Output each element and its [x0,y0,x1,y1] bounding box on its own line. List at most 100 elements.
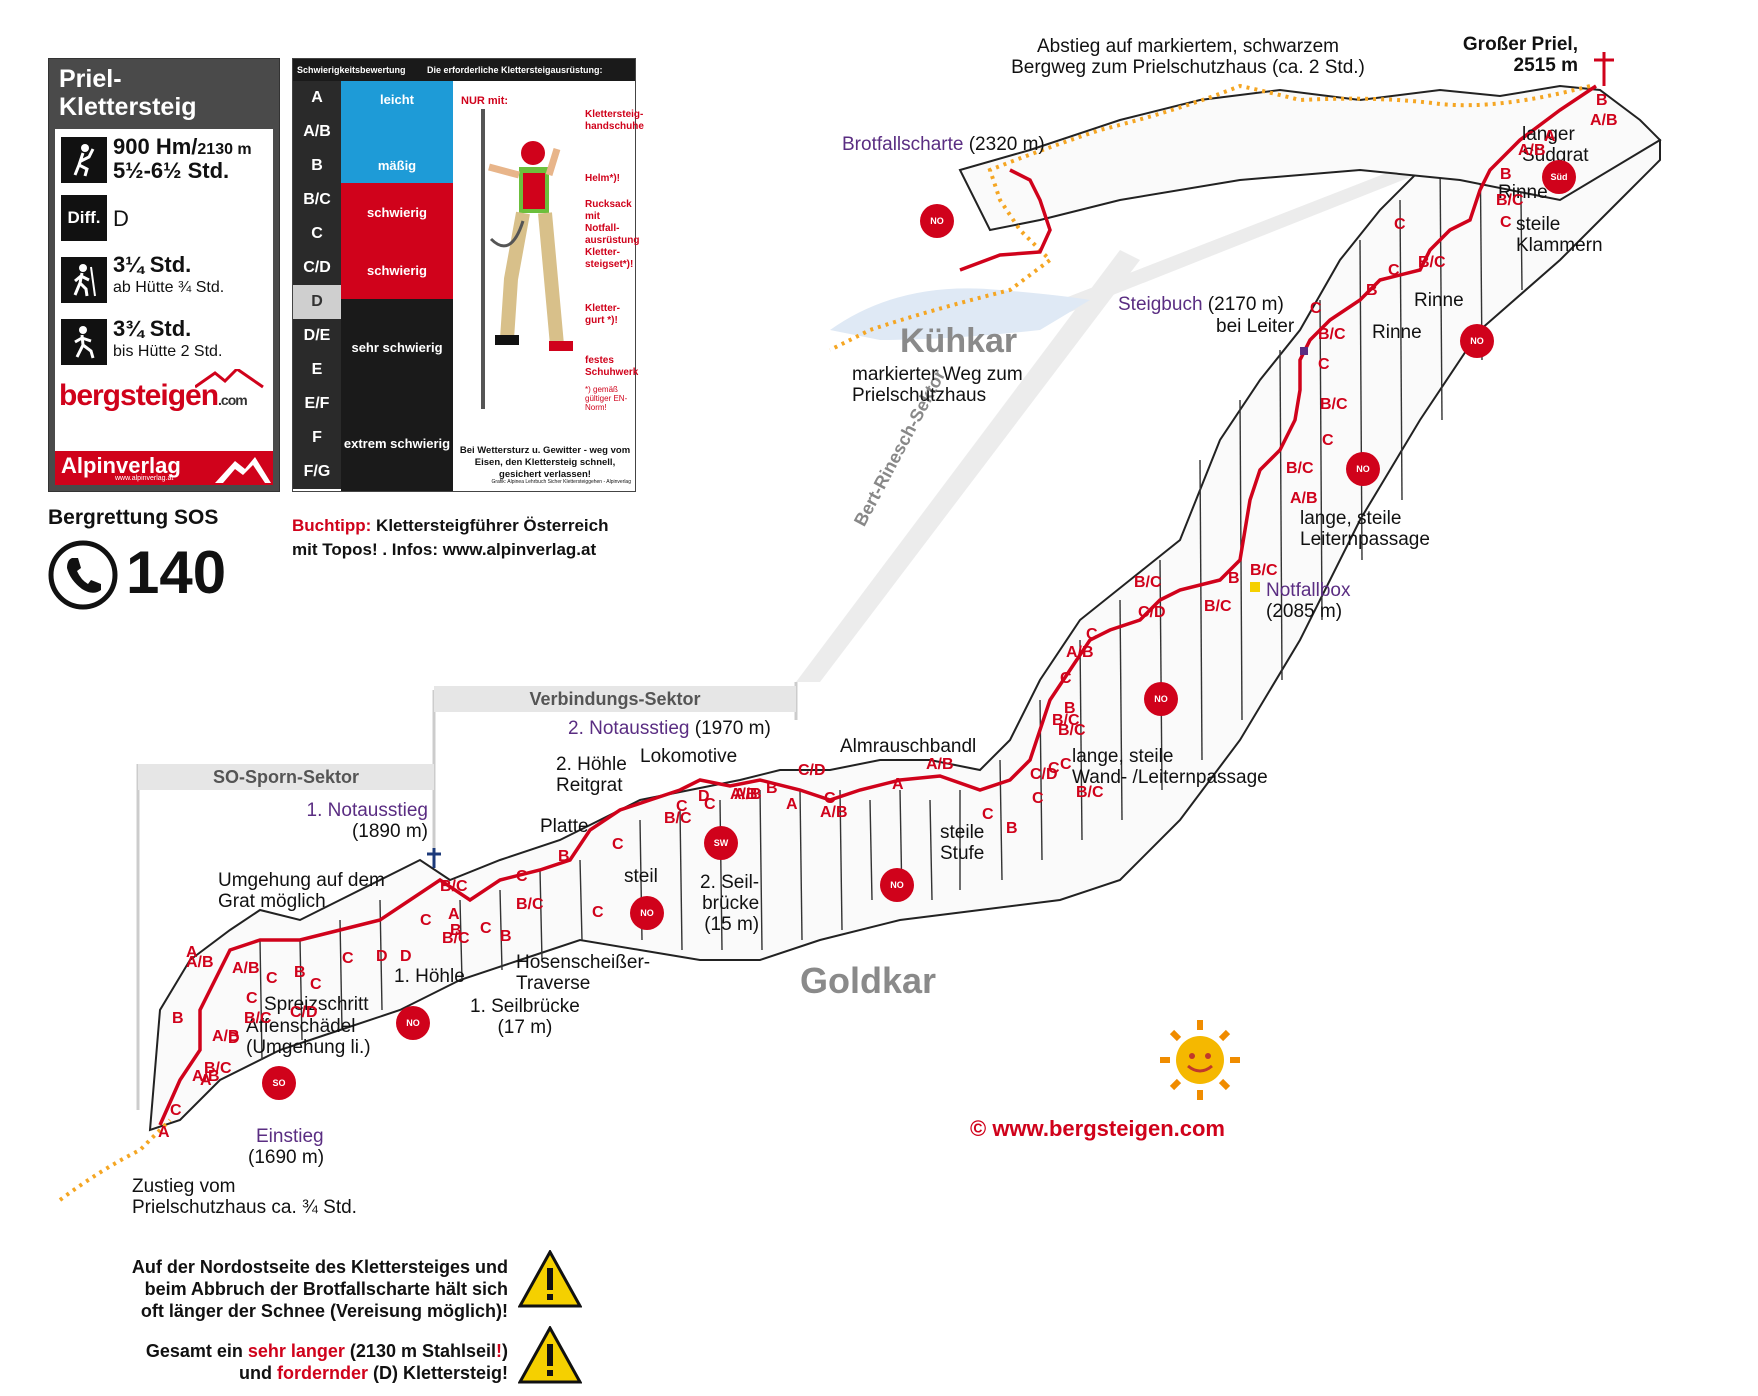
difficulty-value: D [113,206,129,231]
emergency-box-icon [1250,582,1260,592]
grade-b-c: B/C [293,183,341,217]
climber-figure-icon [481,109,573,409]
grade-e-f: E/F [293,387,341,421]
compass-icon: NO [630,896,664,930]
grade-b: B [293,149,341,183]
feature-almrauschbandl: Almrauschbandl [840,736,977,757]
grade-f: F [293,421,341,455]
grade-f-g: F/G [293,455,341,489]
bergsteigen-logo: bergsteigen.com [59,379,248,412]
feature-lokomotive: Lokomotive [640,746,738,767]
route-grade-label: C [612,836,624,853]
route-grade-label: C/D [798,762,826,779]
equipment-gloves: Klettersteig-handschuhe [585,109,644,132]
title-line-1: Priel- [59,65,122,93]
route-grade-label: C [1318,356,1330,373]
weather-warning: Bei Wettersturz u. Gewitter - weg vom Ei… [459,445,631,480]
route-grade-label: C [1032,790,1044,807]
route-grade-label: C [824,790,836,807]
category-difficult: schwierig schwierig [341,183,453,299]
feature-spreizschritt: Spreizschritt [264,994,369,1015]
approach-time: 3¼ Std. [113,252,192,277]
route-grade-label: B/C [1134,574,1162,591]
route-grade-label: B [1064,700,1076,717]
route-grade-label: A [200,1072,212,1089]
panel-header: Schwierigkeitsbewertung Die erforderlich… [293,59,635,81]
feature-steil: steil [624,866,658,887]
compass-icon: NO [1144,682,1178,716]
route-grade-label: B/C [1320,396,1348,413]
label-goldkar: Goldkar [800,960,937,1001]
route-grade-label: C [676,798,688,815]
sos-number: 140 [126,539,227,606]
route-grade-label: C [982,806,994,823]
route-grade-label: D [698,788,710,805]
route-grade-label: C [1394,216,1406,233]
feature-rinne-1: Rinne [1498,182,1548,203]
route-grade-label: C [1086,626,1098,643]
route-grade-label: C [420,912,432,929]
difficulty-icon: Diff. [61,195,107,241]
summit-cross-icon [1594,52,1614,86]
route-grade-label: A/B [212,1028,240,1045]
descent-note: bis Hütte 2 Std. [113,343,223,360]
route-grade-label: C [342,950,354,967]
compass-icon: SO [262,1066,296,1100]
grade-a-b: A/B [293,115,341,149]
route-grade-label: C [310,976,322,993]
route-grade-label: C [1060,670,1072,687]
sector-so-sporn: SO-Sporn-Sektor [138,764,434,790]
route-grade-label: C [480,920,492,937]
category-label: leicht [380,91,414,107]
route-grade-label: B [450,922,462,939]
label-notausstieg-1: 1. Notausstieg(1890 m) [306,800,428,842]
route-grade-label: A/B [926,756,954,773]
label-summit: Großer Priel,2515 m [1462,34,1578,76]
approach-note: ab Hütte ¾ Std. [113,279,225,296]
route-grade-label: B/C [442,930,470,947]
length-warning: Gesamt ein sehr langer (2130 m Stahlseil… [145,1341,508,1383]
route-grade-label: B/C [1318,326,1346,343]
label-steigbuch-note: bei Leiter [1216,316,1295,337]
route-title: Priel- Klettersteig [59,65,197,121]
title-line-2: Klettersteig [59,93,197,121]
panel-credit: Grafik: Alpinea Lehrbuch Sicher Kletters… [491,479,631,485]
compass-icon: NO [920,204,954,238]
route-grade-label: D [228,1030,240,1047]
route-info-panel: Priel- Klettersteig 900 Hm/2130 m 5½-6½ … [48,58,280,492]
hiker-approach-icon [61,257,107,303]
route-grade-label: B [1500,166,1512,183]
compass-icon: SW [704,826,738,860]
route-grade-label: C [516,868,528,885]
label-notfallbox: Notfallbox(2085 m) [1266,580,1351,622]
emergency-exit-cross-icon [427,848,441,868]
grade-d: D [293,285,341,319]
route-grade-label: A [158,1124,170,1141]
route-grade-label: A/B [730,786,758,803]
category-easy-moderate: leicht mäßig [341,81,453,183]
info-box: 900 Hm/2130 m 5½-6½ Std. Diff. D 3¼ Std.… [55,129,273,451]
label-kuehkar: Kühkar [900,322,1018,360]
descent-time: 3¾ Std. [113,316,192,341]
label-notausstieg-2: 2. Notausstieg (1970 m) [568,718,771,739]
climber-ascent-icon [61,137,107,183]
route-grade-label: A/B [186,954,214,971]
equipment-boots: festes Schuhwerk [585,355,639,378]
route-grade-label: B/C [1076,784,1104,801]
route-grade-label: B/C [1496,192,1524,209]
category-label: sehr schwierig [351,339,443,355]
route-grade-label: C [1500,214,1512,231]
sun-icon [1160,1020,1240,1100]
grade-d-e: D/E [293,319,341,353]
compass-icon: NO [396,1006,430,1040]
route-grade-label: C/D [1030,766,1058,783]
route-grade-label: C [266,970,278,987]
mountain-logo-icon [195,369,264,389]
route-grade-label: B [558,848,570,865]
route-grade-label: B [1006,820,1018,837]
